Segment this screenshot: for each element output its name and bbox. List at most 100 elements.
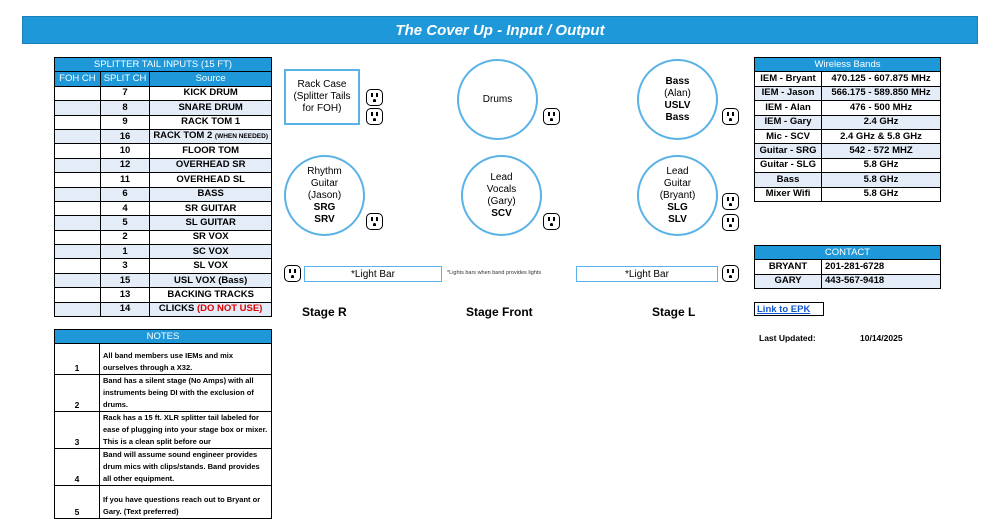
foh-ch-cell (54, 172, 101, 188)
vocals-label: SCV (491, 207, 512, 219)
split-ch-cell: 5 (99, 215, 151, 231)
bass-label: Bass (665, 75, 690, 87)
source-cell: KICK DRUM (149, 85, 272, 102)
column-header: Source (149, 71, 272, 87)
split-ch-cell: 15 (99, 272, 151, 289)
source-cell: RACK TOM 2 (WHEN NEEDED) (149, 128, 272, 145)
foh-ch-cell (54, 287, 101, 303)
power-outlet-icon (366, 108, 383, 125)
light-bar-left: *Light Bar (304, 266, 442, 282)
split-ch-cell: 9 (99, 114, 151, 130)
lead-guitar-position: Lead Guitar (Bryant) SLG SLV (637, 155, 718, 236)
rhythm-guitar-position: Rhythm Guitar (Jason) SRG SRV (284, 155, 365, 236)
lead-guitar-label: Lead (666, 165, 689, 177)
source-cell: USL VOX (Bass) (149, 272, 272, 289)
foh-ch-cell (54, 215, 101, 231)
source-text: FLOOR TOM (182, 145, 240, 157)
note-number: 2 (54, 374, 100, 413)
source-text: RACK TOM 2 (153, 130, 213, 142)
vocals-label: (Gary) (487, 195, 516, 207)
page-title: The Cover Up - Input / Output (22, 16, 978, 44)
source-text: KICK DRUM (183, 87, 238, 99)
lead-guitar-label: (Bryant) (659, 189, 696, 201)
wireless-value: 2.4 GHz (821, 114, 941, 130)
source-text: SR VOX (192, 231, 229, 243)
wireless-value: 5.8 GHz (821, 157, 941, 174)
note-number: 5 (54, 485, 100, 519)
wireless-value: 470.125 - 607.875 MHz (821, 71, 941, 87)
note-text: If you have questions reach out to Bryan… (99, 485, 272, 519)
power-outlet-icon (543, 213, 560, 230)
split-ch-cell: 8 (99, 100, 151, 116)
table-row: 9 RACK TOM 1 (54, 114, 272, 130)
contact-name: GARY (754, 273, 822, 290)
wireless-value: 476 - 500 MHz (821, 100, 941, 116)
split-ch-cell: 6 (99, 186, 151, 202)
source-cell: SR VOX (149, 229, 272, 246)
wireless-label: Mic - SCV (754, 128, 822, 145)
wireless-label: Guitar - SRG (754, 143, 822, 159)
split-ch-cell: 12 (99, 157, 151, 174)
foh-ch-cell (54, 143, 101, 159)
source-cell: SL GUITAR (149, 215, 272, 231)
source-text: BACKING TRACKS (167, 288, 254, 300)
foh-ch-cell (54, 301, 101, 318)
source-note: (WHEN NEEDED) (214, 133, 268, 141)
wireless-label: Mixer Wifi (754, 186, 822, 202)
source-note: (DO NOT USE) (196, 303, 263, 315)
light-bar-label: *Light Bar (625, 268, 669, 280)
rhythm-label: SRV (314, 213, 335, 225)
foh-ch-cell (54, 258, 101, 274)
wireless-value: 542 - 572 MHZ (821, 143, 941, 159)
wireless-header: Wireless Bands (754, 56, 941, 73)
wireless-label: IEM - Alan (754, 100, 822, 116)
split-ch-cell: 16 (99, 128, 151, 145)
power-outlet-icon (722, 265, 739, 282)
foh-ch-cell (54, 272, 101, 289)
light-bar-right: *Light Bar (576, 266, 718, 282)
lead-guitar-label: Guitar (663, 177, 692, 189)
lead-guitar-label: SLV (668, 213, 687, 225)
wireless-label: Guitar - SLG (754, 157, 822, 174)
foh-ch-cell (54, 128, 101, 145)
source-text: OVERHEAD SR (175, 159, 246, 171)
wireless-value: 2.4 GHz & 5.8 GHz (821, 128, 941, 145)
epk-link[interactable]: Link to EPK (754, 302, 824, 316)
note-text: All band members use IEMs and mix oursel… (99, 343, 272, 376)
rhythm-label: Rhythm (307, 165, 342, 177)
foh-ch-cell (54, 157, 101, 174)
split-ch-cell: 10 (99, 143, 151, 159)
source-cell: OVERHEAD SR (149, 157, 272, 174)
rack-label: (Splitter Tails (293, 91, 351, 102)
notes-header: NOTES (54, 328, 272, 345)
vocals-label: Vocals (486, 183, 517, 195)
splitter-header: SPLITTER TAIL INPUTS (15 FT) (54, 56, 272, 73)
foh-ch-cell (54, 114, 101, 130)
rack-label: for FOH) (302, 103, 342, 114)
source-text: OVERHEAD SL (176, 173, 245, 185)
split-ch-cell: 4 (99, 200, 151, 217)
split-ch-cell: 3 (99, 258, 151, 274)
foh-ch-cell (54, 186, 101, 202)
source-text: SC VOX (192, 245, 229, 257)
bass-label: Bass (665, 111, 690, 123)
source-cell: OVERHEAD SL (149, 172, 272, 188)
bass-label: USLV (664, 99, 691, 111)
source-text: RACK TOM 1 (181, 116, 241, 128)
